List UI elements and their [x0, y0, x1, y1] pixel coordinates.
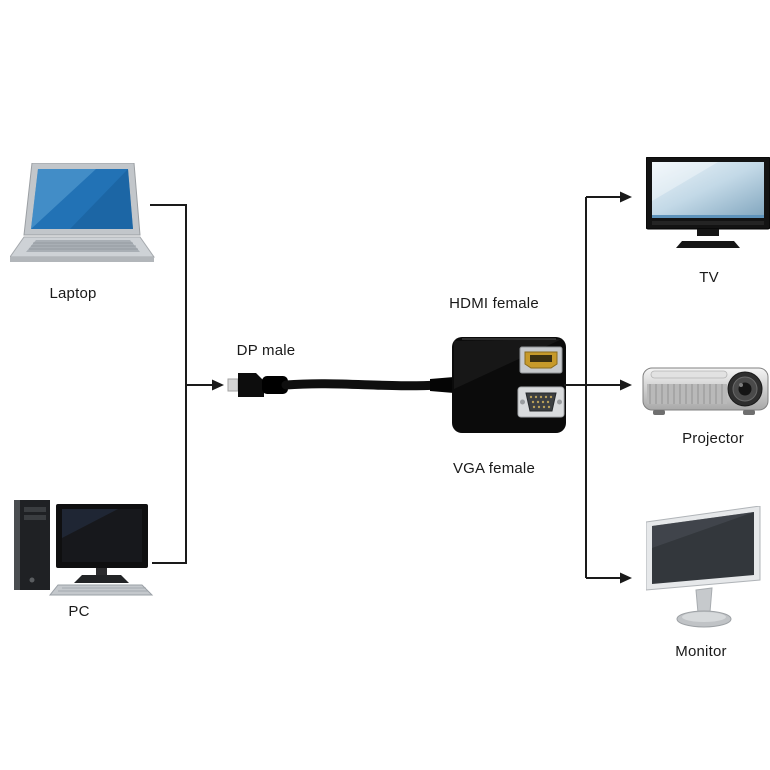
dp-adapter-icon	[226, 335, 570, 435]
vga-female-label: VGA female	[452, 460, 536, 477]
laptop-icon	[10, 163, 158, 273]
vga-port-icon	[517, 386, 565, 418]
pc-illustration	[14, 500, 154, 596]
projector-icon	[642, 356, 770, 422]
monitor-icon	[646, 506, 764, 636]
tv-icon	[646, 157, 770, 253]
arrow-right-icon	[620, 191, 632, 203]
adapter-illustration	[227, 337, 566, 433]
hdmi-female-label: HDMI female	[449, 295, 539, 312]
projector-label: Projector	[682, 430, 744, 447]
laptop-label: Laptop	[49, 285, 97, 302]
arrow-right-icon	[620, 379, 632, 391]
tv-illustration	[646, 157, 770, 248]
pc-icon	[8, 498, 158, 598]
laptop-illustration	[10, 163, 155, 262]
dp-male-label: DP male	[236, 342, 296, 359]
arrow-right-icon	[620, 572, 632, 584]
dp-male-connector-icon	[227, 373, 288, 397]
monitor-illustration	[646, 506, 761, 628]
pc-label: PC	[68, 603, 90, 620]
monitor-label: Monitor	[675, 643, 727, 660]
cable	[281, 379, 443, 391]
projector-illustration	[642, 367, 769, 415]
hdmi-port-icon	[519, 346, 563, 374]
arrow-right-icon	[212, 379, 224, 391]
tv-label: TV	[699, 269, 719, 286]
